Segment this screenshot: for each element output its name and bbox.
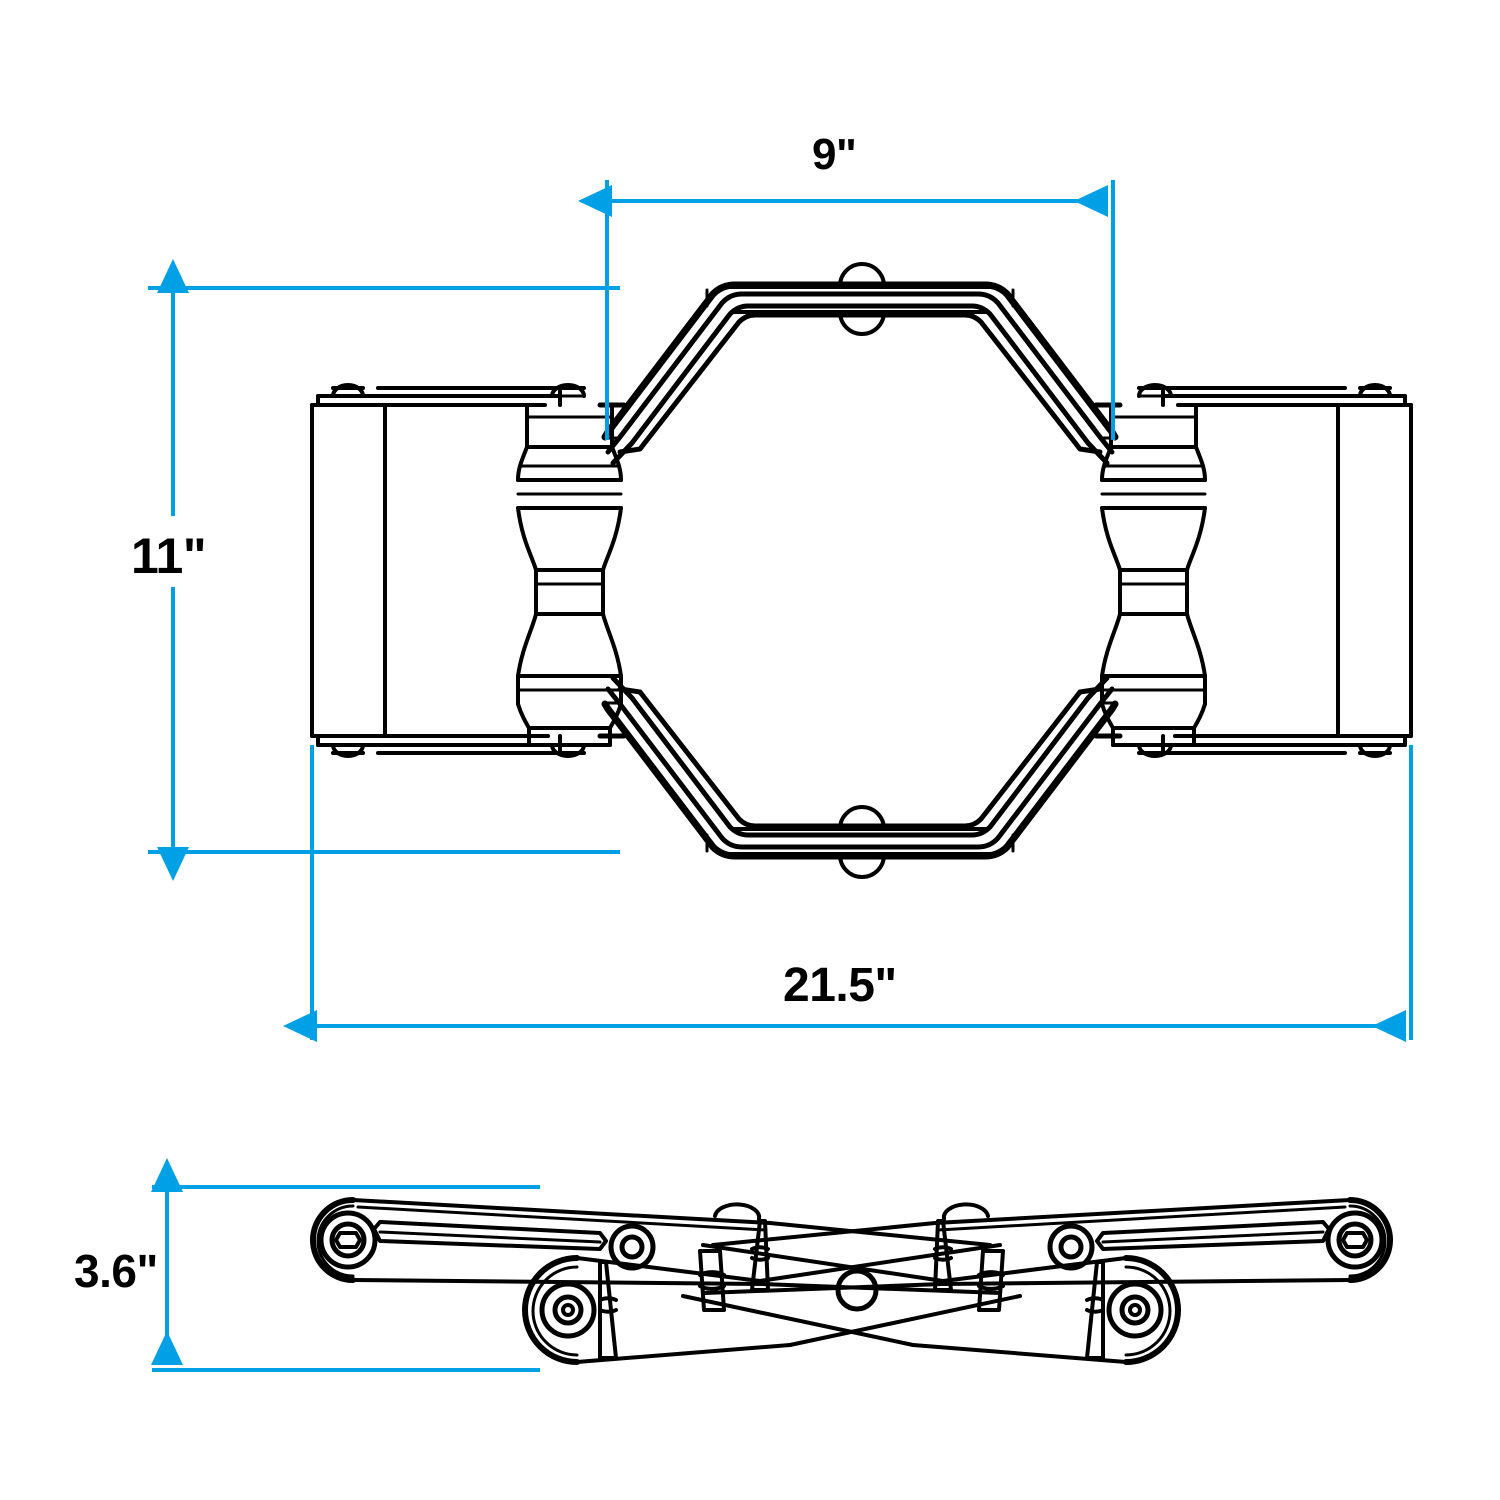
dimension-label-width-inner: 9" — [812, 130, 857, 179]
dimension-3-6-inch — [151, 1158, 540, 1372]
left-spindle-post — [516, 383, 623, 758]
scissor-arm-lower-left — [522, 1243, 1022, 1365]
dimension-label-height: 11" — [131, 528, 207, 584]
octagon-frame-lower — [597, 675, 1123, 879]
scissor-arm-upper-left — [310, 1197, 1002, 1295]
right-housing — [1161, 383, 1413, 758]
dimension-label-length-overall: 21.5" — [783, 959, 897, 1012]
dimension-11-inch — [148, 259, 620, 881]
left-housing — [310, 383, 562, 758]
scissor-arm-lower-right — [681, 1243, 1181, 1365]
octagon-frame-upper — [597, 262, 1123, 466]
dimension-label-thickness: 3.6" — [74, 1245, 158, 1297]
center-pivot-hole — [835, 1268, 879, 1312]
dimension-9-inch — [578, 180, 1115, 440]
side-view-geometry — [310, 1197, 1393, 1365]
right-spindle-post — [1100, 383, 1207, 758]
scissor-arm-upper-right — [703, 1197, 1393, 1295]
top-view-geometry — [310, 262, 1413, 879]
dimension-21-5-inch — [283, 745, 1413, 1042]
